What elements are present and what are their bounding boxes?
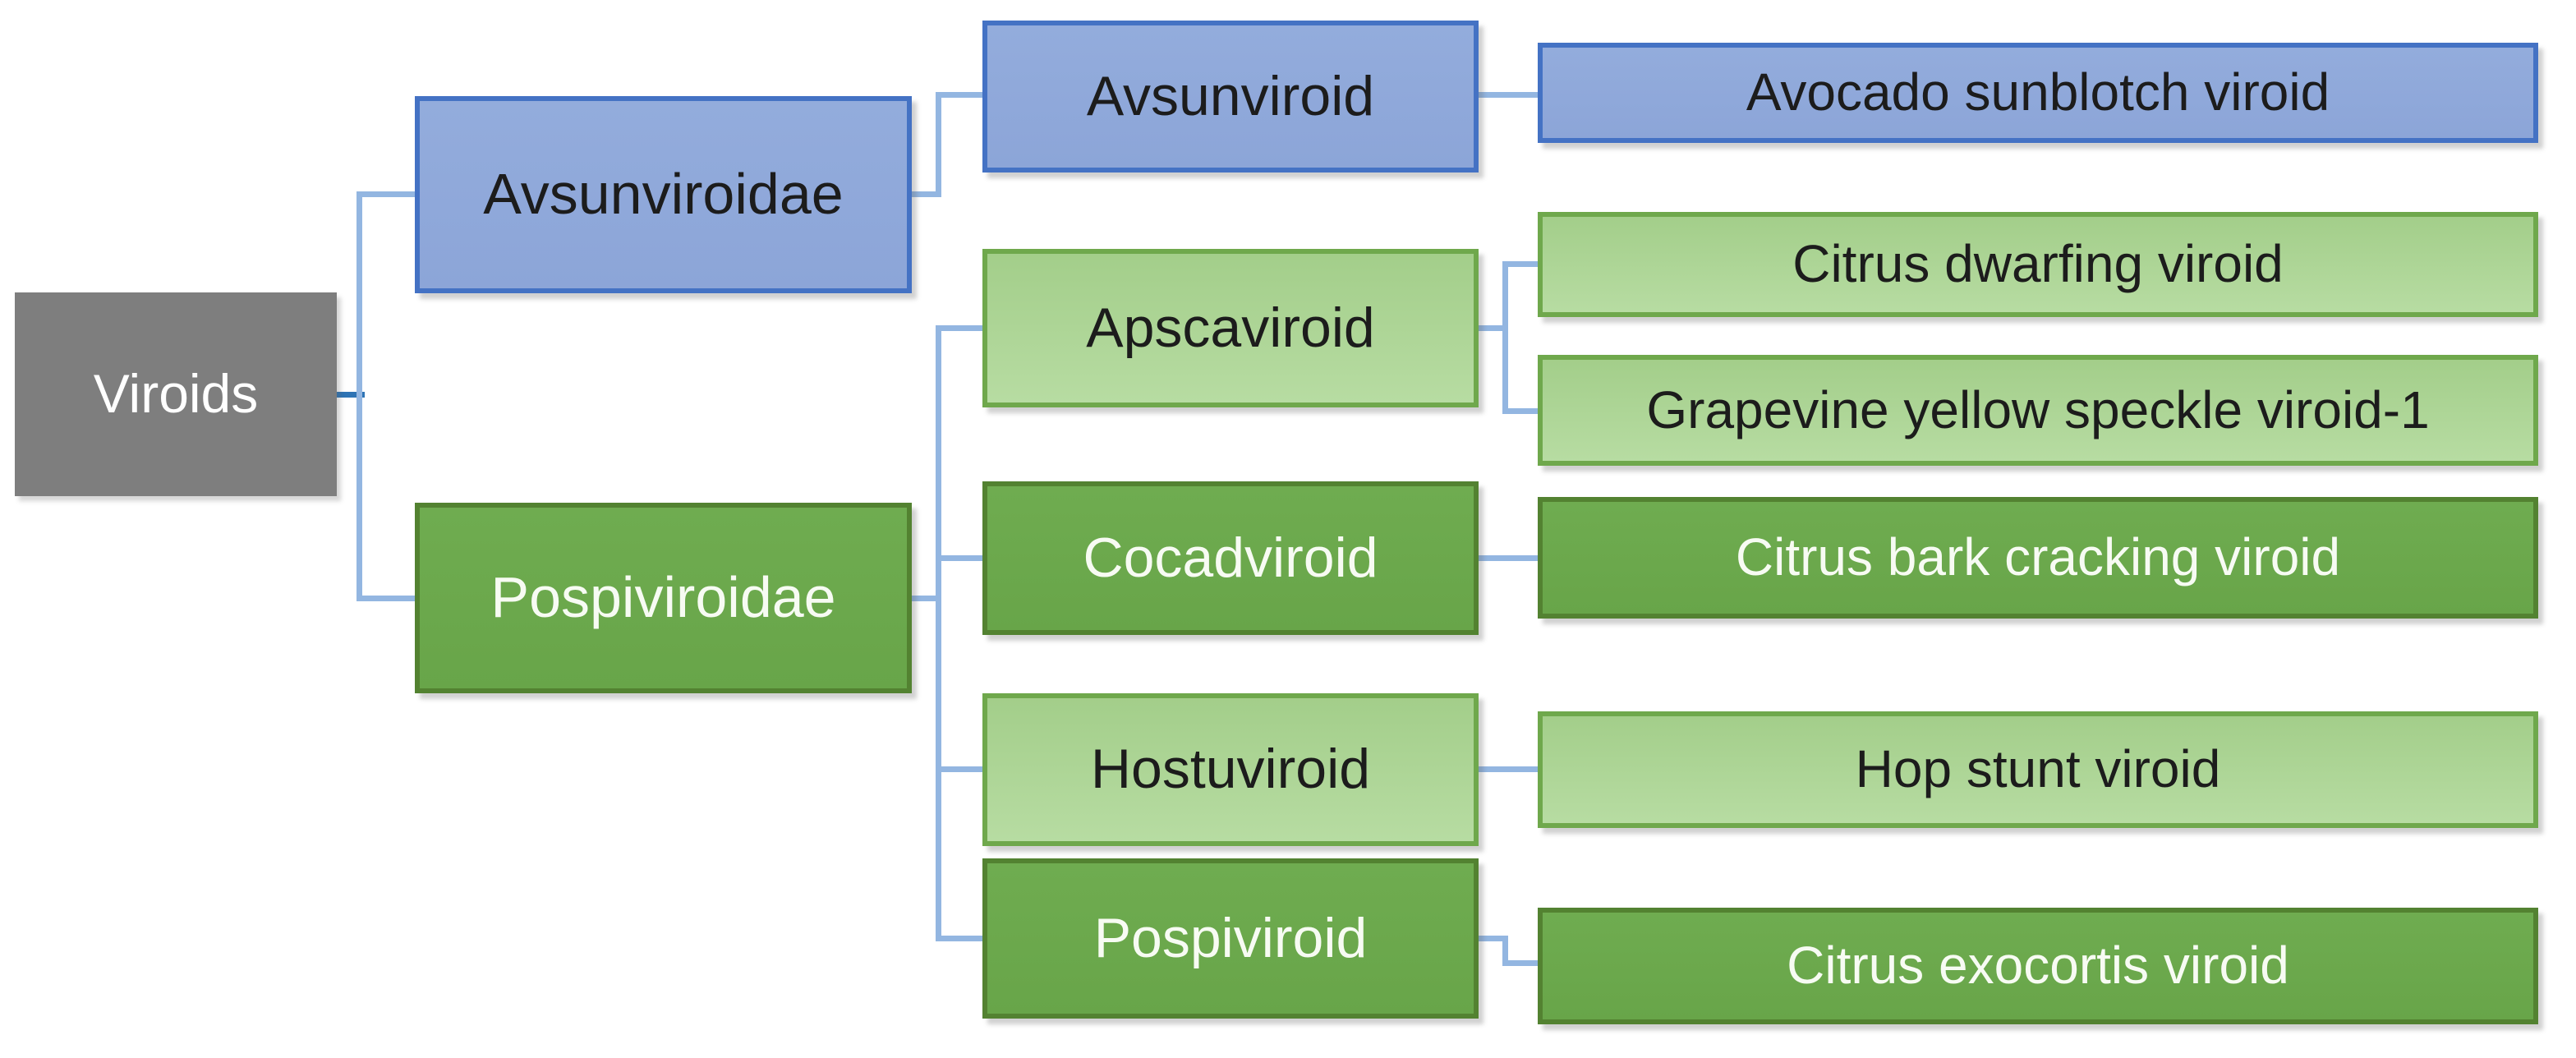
connector-pospiviroidae-elbow-h (912, 596, 941, 601)
genus-node-label: Avsunviroid (1086, 64, 1375, 127)
genus-node-label: Hostuviroid (1090, 738, 1371, 801)
connector-branch-apscaviroid (936, 325, 982, 331)
family-node-pospiviroidae: Pospiviroidae (415, 503, 912, 693)
connector-apscaviroid-elbow-v (1502, 261, 1508, 414)
species-node-label: Avocado sunblotch viroid (1746, 62, 2330, 122)
connector-branch-avsunviroidae (356, 191, 415, 197)
connector-citrus-dwarfing (1502, 261, 1538, 267)
connector-family-trunk (356, 191, 362, 601)
species-node-citrus-dwarfing-viroid: Citrus dwarfing viroid (1538, 212, 2538, 317)
connector-branch-hostuviroid (936, 766, 982, 772)
connector-branch-avsunviroid (936, 92, 982, 98)
genus-node-hostuviroid: Hostuviroid (982, 693, 1479, 846)
species-node-grapevine-yellow-speckle-viroid-1: Grapevine yellow speckle viroid-1 (1538, 355, 2538, 466)
genus-node-pospiviroid: Pospiviroid (982, 858, 1479, 1019)
genus-node-label: Cocadviroid (1083, 526, 1378, 589)
genus-node-cocadviroid: Cocadviroid (982, 481, 1479, 635)
species-node-label: Citrus bark cracking viroid (1735, 527, 2341, 587)
connector-pospiviroid-elbow-h (1479, 936, 1508, 941)
genus-node-apscaviroid: Apscaviroid (982, 249, 1479, 407)
species-node-label: Grapevine yellow speckle viroid-1 (1646, 380, 2430, 439)
genus-node-avsunviroid: Avsunviroid (982, 21, 1479, 172)
species-node-avocado-sunblotch-viroid: Avocado sunblotch viroid (1538, 43, 2538, 143)
genus-node-label: Pospiviroid (1093, 906, 1368, 969)
connector-citrus-exocortis (1502, 960, 1538, 966)
connector-branch-cocadviroid (936, 555, 982, 561)
family-node-label: Avsunviroidae (483, 162, 844, 227)
species-node-label: Hop stunt viroid (1855, 739, 2221, 799)
connector-pospiviroid-elbow-v (1502, 936, 1508, 966)
connector-root-stub (335, 392, 365, 398)
genus-node-label: Apscaviroid (1086, 296, 1375, 359)
family-node-avsunviroidae: Avsunviroidae (415, 96, 912, 293)
connector-apscaviroid-elbow-h (1479, 325, 1508, 331)
connector-branch-pospiviroidae (356, 596, 415, 601)
species-node-citrus-bark-cracking-viroid: Citrus bark cracking viroid (1538, 497, 2538, 619)
connector-avocado-sunblotch (1479, 92, 1538, 98)
connector-genus-trunk (936, 325, 941, 941)
species-node-citrus-exocortis-viroid: Citrus exocortis viroid (1538, 908, 2538, 1024)
species-node-label: Citrus dwarfing viroid (1792, 234, 2284, 294)
species-node-hop-stunt-viroid: Hop stunt viroid (1538, 711, 2538, 828)
root-node-label: Viroids (93, 363, 259, 425)
connector-grapevine-speckle (1502, 408, 1538, 414)
connector-avsunviroidae-elbow-h1 (912, 191, 941, 197)
connector-branch-pospiviroid (936, 936, 982, 941)
root-node-viroids: Viroids (15, 292, 337, 496)
connector-hop-stunt (1479, 766, 1538, 772)
species-node-label: Citrus exocortis viroid (1787, 936, 2289, 996)
connector-avsunviroidae-elbow-v (936, 92, 941, 197)
family-node-label: Pospiviroidae (490, 565, 836, 630)
connector-citrus-bark-cracking (1479, 555, 1538, 561)
